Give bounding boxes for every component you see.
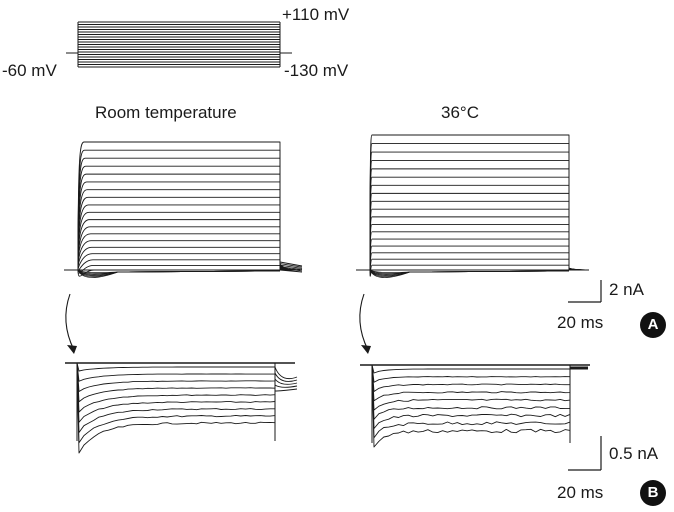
current-trace-18 xyxy=(360,143,590,271)
tail-current-5 xyxy=(279,267,303,272)
current-trace-17 xyxy=(360,151,590,271)
panel-b-36c-traces xyxy=(360,364,590,448)
inward-current-trace-3 xyxy=(76,362,276,392)
inward-current-trace-6 xyxy=(76,362,276,423)
tail-trace-3 xyxy=(274,378,298,385)
inward-current-trace-9 xyxy=(76,362,276,454)
inward-current-trace-7 xyxy=(371,364,571,429)
panel-a-time-scale-label: 20 ms xyxy=(557,313,604,332)
room-temperature-title: Room temperature xyxy=(95,103,237,122)
current-trace-19 xyxy=(360,134,590,271)
panel-a-current-scale-label: 2 nA xyxy=(609,280,644,299)
current-trace-8 xyxy=(68,226,301,271)
inward-current-trace-1 xyxy=(76,362,276,372)
panel-b-room-temperature-traces xyxy=(65,362,298,454)
inward-dip-trace-6 xyxy=(369,269,570,278)
current-trace-7 xyxy=(68,233,301,271)
36c-title: 36°C xyxy=(441,103,479,122)
arrowhead-icon xyxy=(361,345,371,354)
tail-trace-5 xyxy=(274,388,298,392)
current-trace-8 xyxy=(360,223,590,271)
panel-a-room-temperature-traces xyxy=(64,141,303,278)
current-trace-19 xyxy=(68,141,301,271)
current-trace-15 xyxy=(360,168,590,271)
inward-current-trace-3 xyxy=(371,364,571,392)
panel-a-badge: A xyxy=(640,312,666,338)
current-trace-4 xyxy=(360,252,590,271)
panel-a-36c-traces xyxy=(356,134,590,278)
inward-current-trace-7 xyxy=(76,362,276,433)
current-trace-14 xyxy=(360,176,590,271)
current-trace-11 xyxy=(68,204,301,271)
current-trace-4 xyxy=(68,253,301,271)
current-trace-14 xyxy=(68,181,301,271)
current-trace-18 xyxy=(68,149,301,271)
inward-current-trace-1 xyxy=(371,364,571,374)
protocol-bottom-voltage-label: -130 mV xyxy=(284,61,349,80)
arrowhead-icon xyxy=(67,345,77,354)
inward-current-trace-9 xyxy=(371,364,571,448)
panel-b-time-scale-label: 20 ms xyxy=(557,483,604,502)
panel-b-current-scale-label: 0.5 nA xyxy=(609,444,659,463)
tail-current-2 xyxy=(279,263,303,268)
current-trace-10 xyxy=(360,208,590,271)
current-trace-2 xyxy=(68,264,301,274)
current-trace-15 xyxy=(68,173,301,271)
voltage-protocol xyxy=(66,21,292,68)
inward-current-trace-2 xyxy=(76,362,276,382)
tail-current-3 xyxy=(279,264,303,269)
inward-current-trace-5 xyxy=(371,364,571,411)
tail-current-4 xyxy=(279,266,303,271)
protocol-holding-voltage-label: -60 mV xyxy=(2,61,57,80)
current-trace-5 xyxy=(68,246,301,271)
inward-current-trace-6 xyxy=(371,364,571,420)
tail-current-1 xyxy=(279,261,303,267)
current-trace-7 xyxy=(360,231,590,271)
panel-b-badge: B xyxy=(640,480,666,506)
tail-trace-2 xyxy=(274,372,298,382)
tail-trace-4 xyxy=(274,384,298,388)
inward-current-trace-8 xyxy=(371,364,571,439)
current-trace-13 xyxy=(68,189,301,271)
inward-current-trace-5 xyxy=(76,362,276,413)
current-trace-10 xyxy=(68,211,301,271)
arrows xyxy=(65,293,371,354)
current-trace-11 xyxy=(360,200,590,271)
inward-current-trace-4 xyxy=(76,362,276,403)
current-trace-5 xyxy=(360,245,590,271)
curved-arrow-icon xyxy=(359,293,369,351)
protocol-top-voltage-label: +110 mV xyxy=(282,5,350,24)
scale-bars xyxy=(568,280,602,471)
tail-current-6 xyxy=(279,269,303,273)
tail-trace-1 xyxy=(274,366,298,380)
inward-current-trace-2 xyxy=(371,364,571,383)
current-trace-17 xyxy=(68,157,301,271)
inward-dip-trace-6 xyxy=(77,269,281,278)
inward-current-trace-4 xyxy=(371,364,571,402)
curved-arrow-icon xyxy=(65,293,75,351)
inward-current-trace-8 xyxy=(76,362,276,444)
current-trace-13 xyxy=(360,184,590,271)
